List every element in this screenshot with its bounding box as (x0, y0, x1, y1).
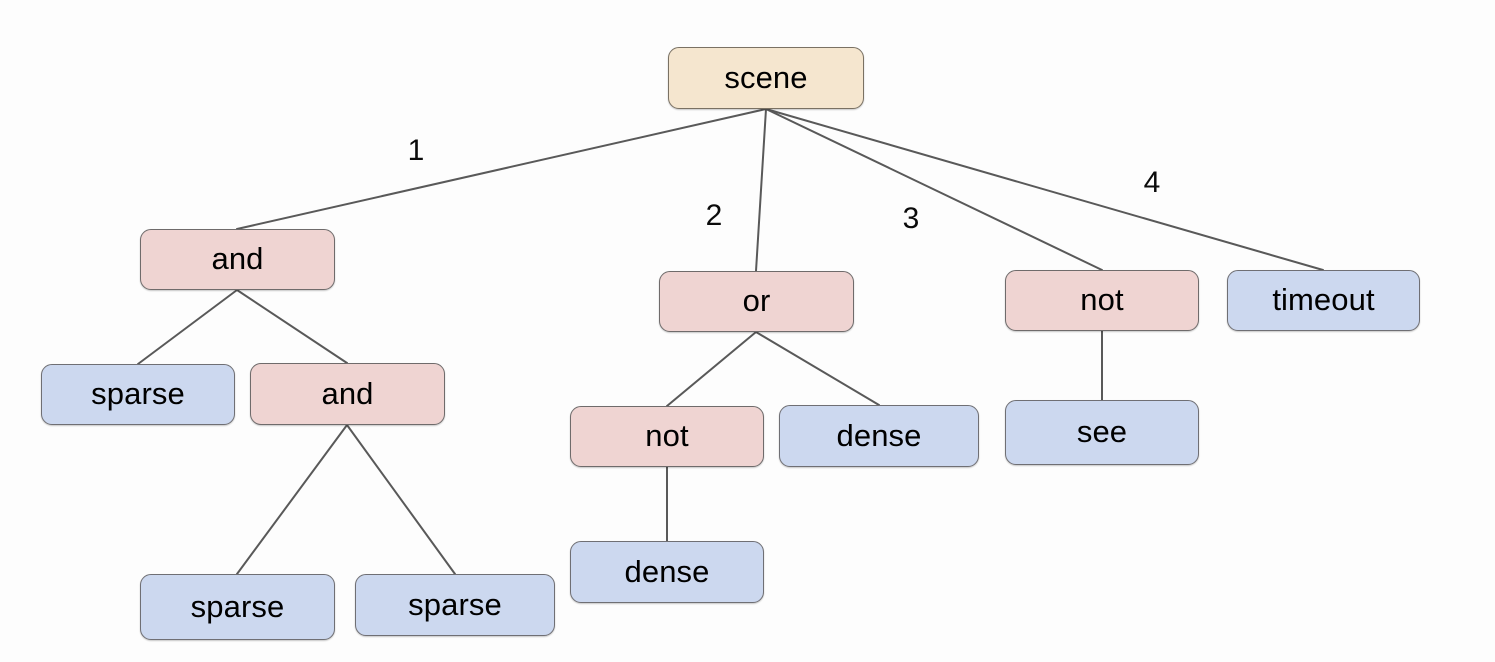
tree-node-sparse2[interactable]: sparse (140, 574, 335, 640)
tree-edge (755, 108, 767, 272)
tree-node-label: and (211, 241, 264, 276)
edge-label-4: 4 (1143, 166, 1161, 199)
tree-node-label: sparse (91, 376, 185, 411)
tree-node-dense2[interactable]: dense (570, 541, 764, 603)
tree-edge (236, 424, 348, 575)
tree-node-see1[interactable]: see (1005, 400, 1199, 465)
tree-node-or1[interactable]: or (659, 271, 854, 332)
tree-node-label: scene (724, 59, 808, 95)
tree-node-label: sparse (190, 588, 285, 624)
tree-node-label: and (321, 375, 374, 411)
tree-edge (346, 424, 456, 575)
tree-node-and2[interactable]: and (250, 363, 445, 425)
tree-edge (137, 289, 238, 365)
tree-node-label: not (645, 418, 689, 453)
tree-node-label: or (742, 283, 771, 318)
tree-edge (236, 289, 348, 364)
tree-node-not1[interactable]: not (1005, 270, 1199, 331)
tree-edge (236, 108, 767, 230)
tree-node-not2[interactable]: not (570, 406, 764, 467)
tree-node-label: see (1076, 414, 1128, 449)
edge-label-2: 2 (705, 199, 723, 232)
tree-node-label: not (1080, 282, 1124, 317)
edge-label-3: 3 (902, 202, 920, 235)
tree-node-scene[interactable]: scene (668, 47, 864, 109)
tree-node-sparse1[interactable]: sparse (41, 364, 235, 425)
tree-node-sparse3[interactable]: sparse (355, 574, 555, 636)
tree-edge (765, 108, 1324, 271)
tree-node-dense1[interactable]: dense (779, 405, 979, 467)
tree-node-and1[interactable]: and (140, 229, 335, 290)
tree-node-label: sparse (408, 586, 502, 622)
tree-node-label: timeout (1272, 282, 1375, 317)
tree-edge (765, 108, 1103, 271)
tree-edge (755, 331, 880, 406)
tree-node-timeout1[interactable]: timeout (1227, 270, 1420, 331)
edge-label-1: 1 (407, 134, 425, 167)
tree-node-label: dense (836, 417, 922, 453)
tree-edge (666, 331, 757, 407)
tree-node-label: dense (624, 553, 710, 589)
